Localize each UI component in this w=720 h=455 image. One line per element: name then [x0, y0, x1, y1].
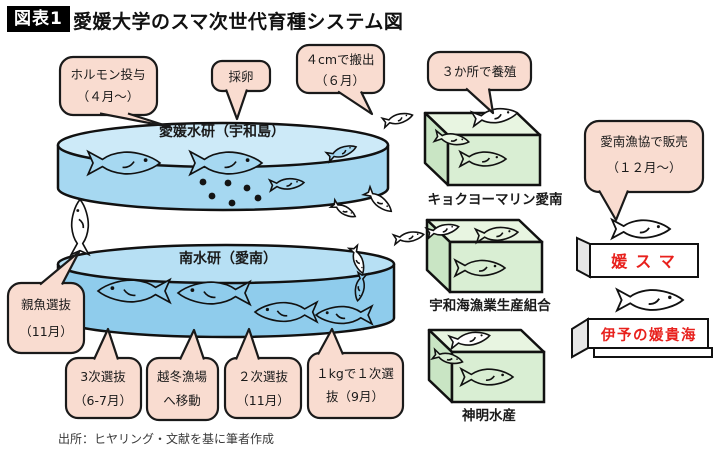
callout-1st-selection: １kgで１次選 抜（9月）	[306, 327, 405, 420]
box-side	[576, 236, 591, 279]
fish-icon	[381, 109, 415, 129]
product-himesuma: 媛スマ	[576, 218, 699, 279]
page-title: 愛媛大学のスマ次世代育種システム図	[73, 11, 404, 33]
farm-label: キョクヨーマリン愛南	[428, 191, 563, 208]
callout-text: ２次選抜	[238, 369, 289, 384]
farm-uwakai: 宇和海漁業生産組合	[425, 218, 551, 314]
callout-text: 3次選抜	[80, 369, 126, 384]
box-side	[571, 317, 589, 359]
product-iyonohimekaimi: 伊予の媛貴海	[571, 288, 713, 359]
egg-dots	[199, 178, 262, 207]
callout-text: （１２月～）	[606, 160, 681, 175]
callout-text: へ移動	[163, 393, 201, 408]
farm-label: 宇和海漁業生産組合	[429, 297, 551, 314]
fish-icon-broodstock-up	[70, 198, 90, 256]
callout-text: 採卵	[228, 69, 253, 84]
farm-shinmei: 神明水産	[427, 328, 546, 424]
tank-rim	[56, 243, 396, 285]
farm-kyokuyo: キョクヨーマリン愛南	[423, 104, 563, 208]
callout-sale: 愛南漁協で販売 （１２月～）	[583, 119, 705, 222]
callout-ship-4cm: ４cmで搬出 （６月）	[295, 43, 386, 116]
callout-text: （11月）	[19, 324, 72, 339]
fish-icon	[392, 228, 426, 246]
fish-icon	[616, 288, 684, 312]
farm-label: 神明水産	[462, 407, 516, 424]
callout-text: （４月～）	[77, 89, 140, 104]
callout-text: 親魚選抜	[21, 297, 72, 312]
tank-ehime-suiken	[56, 121, 390, 212]
tank-label-minami: 南水研（愛南）	[179, 250, 277, 267]
callout-text: ３か所で養殖	[441, 64, 516, 79]
fish-icon	[611, 218, 671, 240]
box-front	[587, 318, 709, 349]
callout-text: （11月）	[236, 393, 289, 408]
callout-text: （6-7月）	[74, 393, 132, 408]
box-lip	[593, 347, 713, 358]
callout-text: 越冬漁場	[157, 369, 207, 384]
callout-hormone: ホルモン投与 （４月～）	[58, 55, 172, 129]
source-note: 出所：ヒヤリング・文献を基に筆者作成	[58, 431, 274, 446]
callout-3rd-selection: 3次選抜 （6-7月）	[64, 327, 143, 420]
callout-text: 愛南漁協で販売	[600, 134, 688, 149]
callout-2nd-selection: ２次選抜 （11月）	[223, 327, 303, 420]
callout-egg-collection: 採卵	[210, 59, 272, 121]
callout-text: （６月）	[315, 73, 365, 88]
callout-text: ホルモン投与	[70, 67, 145, 82]
callout-text: 抜（9月）	[326, 389, 384, 404]
callout-broodstock-selection: 親魚選抜 （11月）	[6, 250, 86, 355]
callout-wintering: 越冬漁場 へ移動	[145, 328, 220, 422]
callout-three-farms: ３か所で養殖	[426, 50, 533, 115]
product-label: 伊予の媛貴海	[600, 326, 697, 344]
box-front	[589, 243, 699, 278]
page-header: 図表1 愛媛大学のスマ次世代育種システム図	[0, 0, 720, 36]
callout-text: ４cmで搬出	[305, 52, 374, 67]
callout-text: １kgで１次選	[316, 366, 394, 381]
product-label: 媛スマ	[610, 252, 683, 271]
aquarium-box	[427, 328, 546, 404]
figure-tag: 図表1	[7, 6, 70, 32]
tank-label-ehime: 愛媛水研（宇和島）	[159, 123, 285, 140]
aquarium-box	[423, 111, 542, 187]
